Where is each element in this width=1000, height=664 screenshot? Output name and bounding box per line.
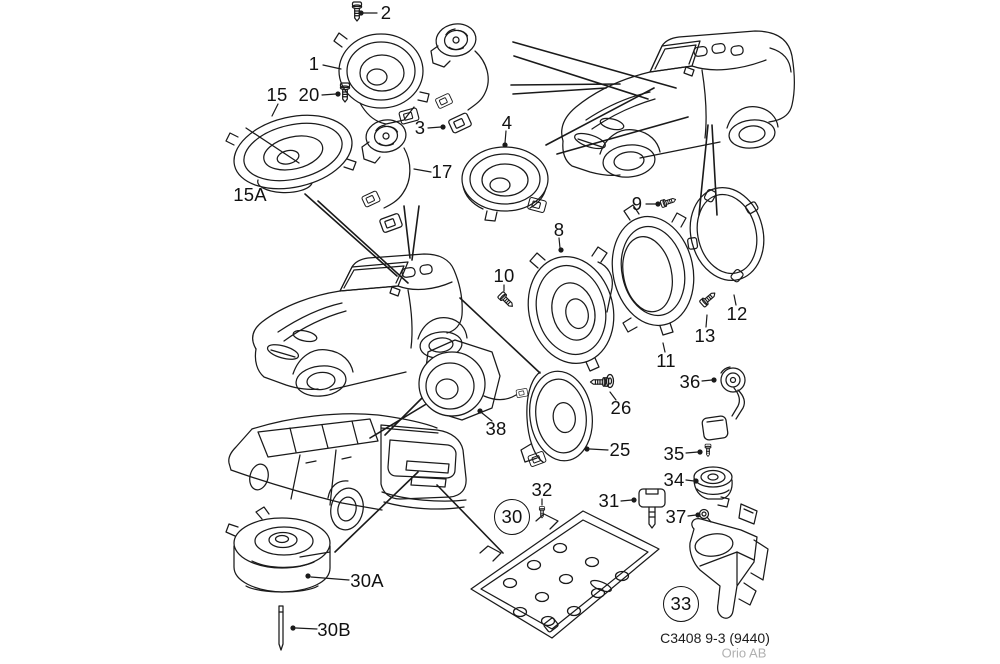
callout-30B[interactable]: 30B [317,619,351,640]
speaker-25 [520,370,593,468]
screw-20 [339,82,351,103]
publisher-name: Orio AB [721,645,767,661]
tweeter-with-harness-17 [360,116,411,234]
screw-35 [704,443,712,457]
trim-ring-12 [687,186,765,283]
oval-speaker-15A [225,114,357,194]
tweeter-36 [701,366,746,441]
callout-35[interactable]: 35 [663,443,685,464]
callout-leader-lines [271,10,737,631]
car-convertible-top [561,30,795,178]
speaker-34 [693,466,733,508]
callout-17[interactable]: 17 [431,161,453,182]
speaker-1 [333,32,430,125]
clamp-31 [638,488,666,529]
callout-12[interactable]: 12 [726,303,748,324]
bracket-33 [689,503,769,619]
callout-34[interactable]: 34 [663,469,685,490]
speaker-38 [418,339,529,421]
callout-31[interactable]: 31 [598,490,620,511]
callout-30A[interactable]: 30A [350,570,384,591]
speaker-4 [461,146,549,222]
callout-15A[interactable]: 15A [233,184,267,205]
callout-10[interactable]: 10 [493,265,515,286]
callout-9[interactable]: 9 [631,193,643,214]
screw-9 [659,195,678,209]
callout-4[interactable]: 4 [501,112,513,133]
callout-37[interactable]: 37 [665,506,687,527]
callout-33-circled[interactable]: 33 [663,586,699,622]
callout-38[interactable]: 38 [485,418,507,439]
callout-2[interactable]: 2 [380,2,392,23]
callout-32[interactable]: 32 [531,479,553,500]
amplifier-plate-30 [470,510,660,639]
callout-11[interactable]: 11 [656,350,676,371]
callout-3[interactable]: 3 [414,117,426,138]
car-wagon [228,413,467,531]
subwoofer-30A [225,506,331,593]
callout-36[interactable]: 36 [679,371,701,392]
diagram-code: C3408 9-3 (9440) [660,630,770,646]
callout-25[interactable]: 25 [609,439,631,460]
callout-1[interactable]: 1 [308,53,320,74]
car-convertible-middle [252,253,468,397]
callout-20[interactable]: 20 [298,84,320,105]
tweeter-with-harness-3 [430,20,489,135]
rod-30B [278,605,284,651]
pointer-lines [304,41,718,554]
screw-10 [496,290,516,310]
screw-26 [589,373,615,389]
speaker-8 [527,246,615,372]
screw-13 [698,289,719,309]
callout-8[interactable]: 8 [553,219,565,240]
callout-30-circled[interactable]: 30 [494,499,530,535]
callout-15[interactable]: 15 [266,84,288,105]
callout-13[interactable]: 13 [694,325,716,346]
callout-26[interactable]: 26 [610,397,632,418]
speaker-bracket-11 [611,204,695,336]
